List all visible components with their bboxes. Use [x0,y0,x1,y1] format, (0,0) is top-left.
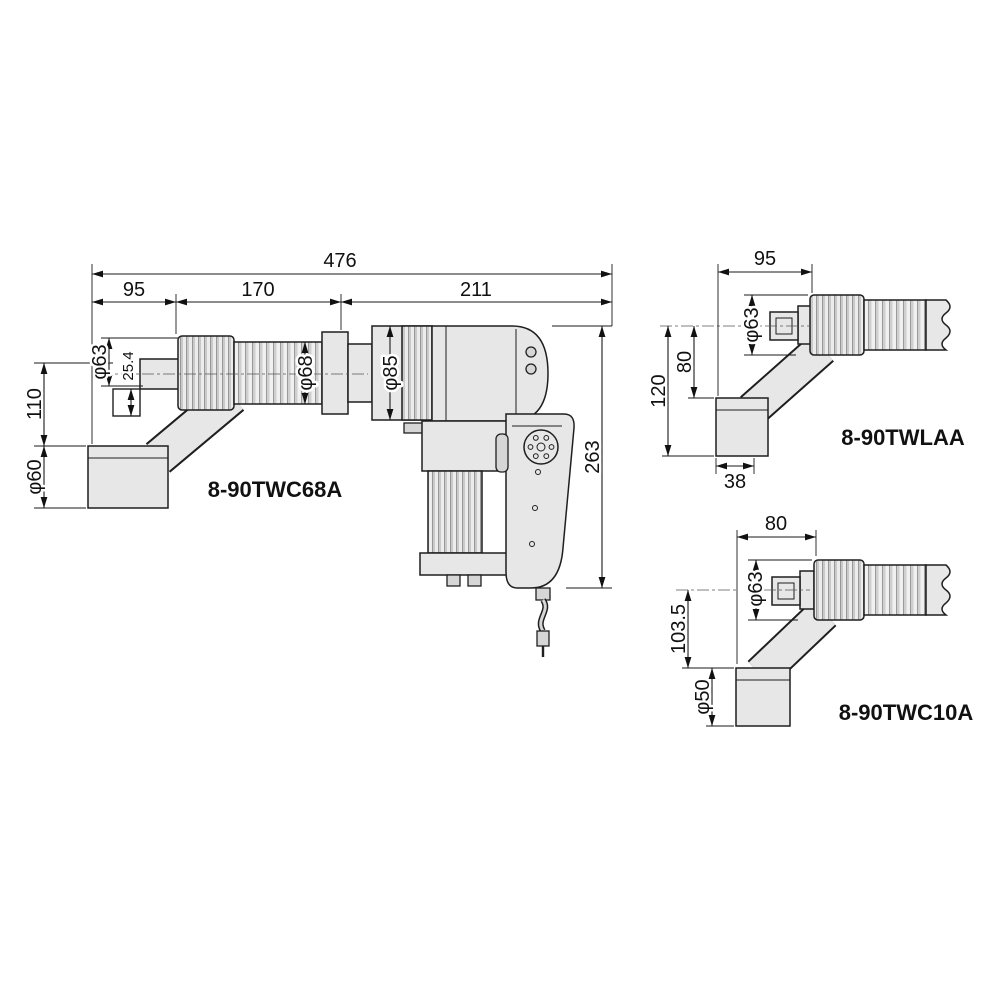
base-plate [419,552,519,576]
dims-8-90TWC10A: 80 φ63 103.5 φ50 8-90TWC10A [666,511,974,727]
dim-label-axis-foot-bottom: 120 [648,374,670,407]
dim-label-seg-arm: 95 [123,279,145,301]
model-label-main: 8-90TWC68A [208,477,343,502]
pistol-grip [505,413,575,589]
break-end [925,564,951,616]
spline-ring [177,335,235,411]
cord-relief [535,587,551,601]
switch-lever [403,422,425,434]
dim-label-foot-dia: φ60 [24,459,46,494]
dim-label-seg-hose: 170 [241,279,274,301]
reaction-foot [87,445,169,509]
bolt-flange [523,429,559,465]
dims-8-90TWLAA: 95 φ63 80 120 38 8-90TWLAA [646,246,965,496]
cord-plug [536,630,550,647]
dim-label-body-dia: φ85 [380,355,402,390]
square-drive-end [112,388,141,417]
dim-label-arm-height: 110 [24,388,46,420]
housing-knob [525,363,537,375]
reaction-foot [735,667,791,727]
dim-label-length: 80 [765,513,787,535]
dim-label-seg-body: 211 [460,279,492,301]
base-button [446,574,461,587]
tool-8-90TWC68A [87,325,575,657]
model-label-twc10a: 8-90TWC10A [839,700,974,725]
collar [321,331,349,415]
dim-label-drive-dia: φ63 [89,344,111,379]
dim-label-drive-dia: φ63 [741,307,763,342]
dims-8-90TWC68A: 476 95 170 211 φ63 25.4 φ68 φ85 110 φ60 … [22,248,613,589]
tool-8-90TWC10A [735,559,951,727]
housing-knob [525,346,537,358]
dim-label-drive-dia: φ63 [745,571,767,606]
tool-8-90TWLAA [715,294,951,457]
corrugated-sleeve [863,564,927,616]
dim-label-length: 95 [754,248,776,270]
base-button [467,574,482,587]
spline-ring [809,294,865,356]
dim-label-axis-to-foot: 103.5 [668,604,690,654]
dim-label-foot-width: 38 [724,471,746,493]
dim-label-foot-dia: φ50 [692,679,714,714]
spline-ring [813,559,865,621]
break-end [925,299,951,351]
reaction-foot [715,397,769,457]
neck [347,343,373,403]
dim-label-axis-foot-top: 80 [674,351,696,373]
dim-label-total-length: 476 [323,250,356,272]
square-drive [771,576,801,606]
corrugated-sleeve [863,299,927,351]
dim-label-overall-height: 263 [582,440,604,473]
dim-label-hose-dia: φ68 [295,355,317,390]
reaction-arm [748,601,836,686]
model-label-twlaa: 8-90TWLAA [841,425,965,450]
grip-column [427,470,483,554]
trigger [495,433,509,473]
ribbed-section [401,325,433,421]
dim-label-square-drive: 25.4 [120,351,137,380]
